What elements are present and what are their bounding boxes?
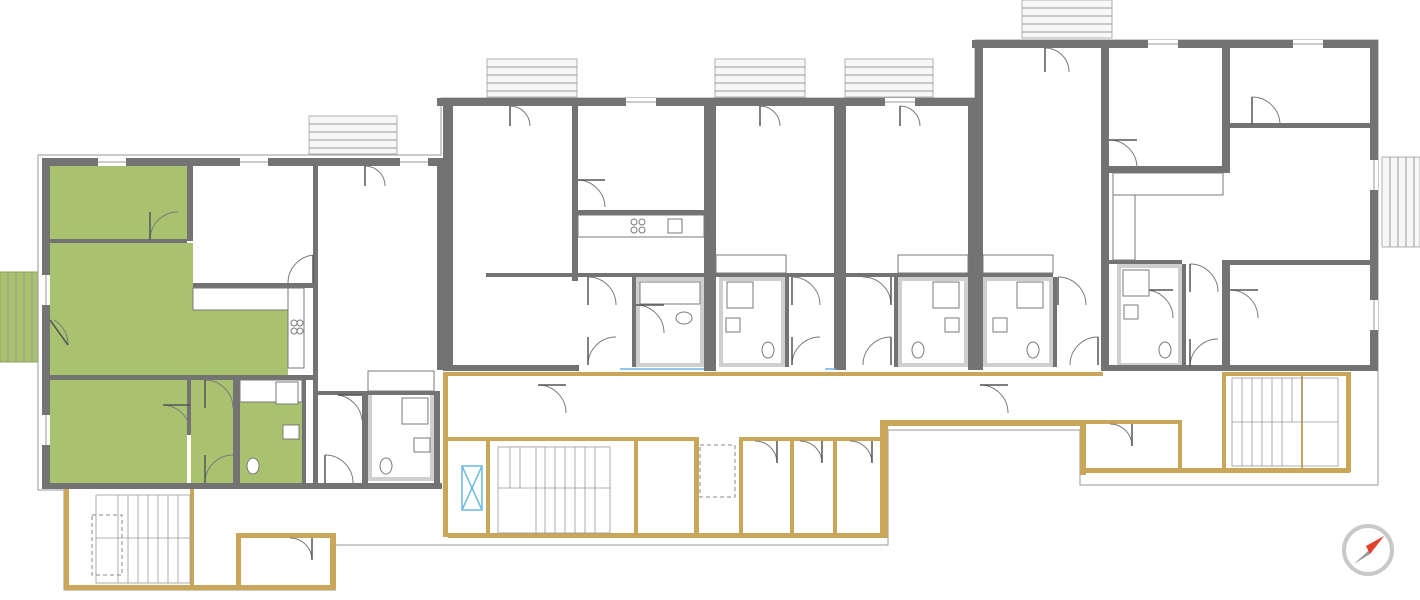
terrace-north-1 xyxy=(308,115,398,155)
doors xyxy=(49,47,1281,561)
unit-1-highlight xyxy=(50,166,302,483)
terrace-north-2 xyxy=(486,58,578,98)
terrace-east xyxy=(1381,156,1420,248)
windows xyxy=(42,40,1378,445)
stair-east xyxy=(1231,377,1339,467)
stairs xyxy=(91,377,1339,584)
terraces xyxy=(0,0,1420,363)
terrace-north-3 xyxy=(714,58,806,98)
new-walls xyxy=(64,372,1351,590)
stair-central xyxy=(497,446,611,534)
fixtures xyxy=(192,172,1224,475)
north-arrow-icon xyxy=(1342,524,1394,576)
stair-west xyxy=(95,494,191,584)
terrace-north-5 xyxy=(1021,0,1113,39)
terrace-north-4 xyxy=(844,58,934,98)
terrace-west xyxy=(0,271,39,363)
existing-walls xyxy=(42,40,1378,489)
